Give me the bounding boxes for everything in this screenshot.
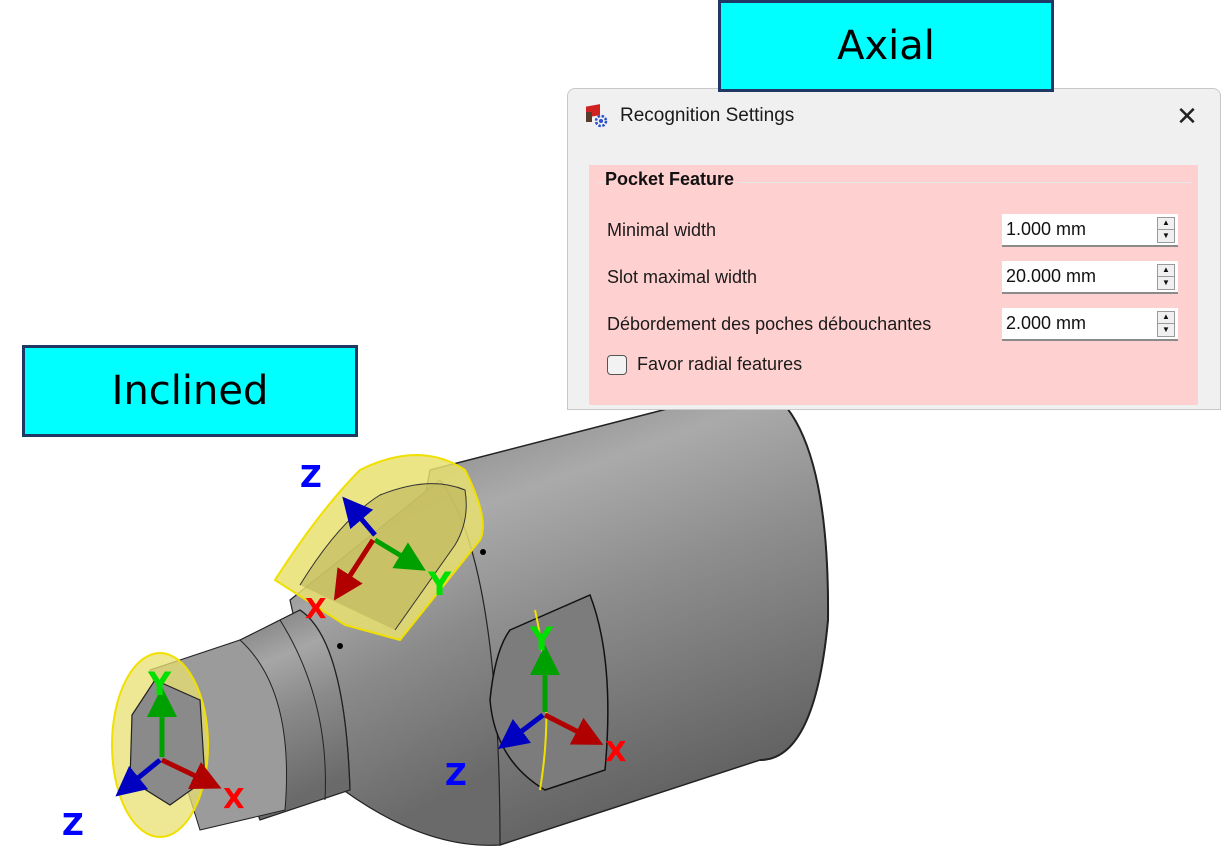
group-title: Pocket Feature xyxy=(605,169,739,190)
spin-down-button[interactable]: ▼ xyxy=(1158,230,1174,242)
spinbox-buttons: ▲ ▼ xyxy=(1157,310,1175,337)
spin-up-button[interactable]: ▲ xyxy=(1158,218,1174,230)
field-row-slot-maximal-width: Slot maximal width 20.000 mm ▲ ▼ xyxy=(607,259,1178,295)
checkbox-label: Favor radial features xyxy=(637,354,803,374)
caret-up-icon: ▲ xyxy=(1162,312,1170,322)
recognition-settings-icon xyxy=(584,104,608,128)
spin-down-button[interactable]: ▼ xyxy=(1158,277,1174,289)
close-icon: ✕ xyxy=(1176,100,1198,131)
field-label: Minimal width xyxy=(607,219,717,240)
favor-radial-features-row[interactable]: Favor radial features xyxy=(607,354,802,375)
axis-label-y: Y xyxy=(530,620,554,658)
caret-down-icon: ▼ xyxy=(1162,230,1170,240)
axis-label-z: Z xyxy=(62,808,84,843)
spinbox-value[interactable]: 20.000 mm xyxy=(1006,265,1097,286)
axis-label-x: X xyxy=(305,592,327,625)
spinbox-buttons: ▲ ▼ xyxy=(1157,216,1175,243)
close-button[interactable]: ✕ xyxy=(1172,101,1202,131)
axis-label-y: Y xyxy=(148,665,172,703)
caret-up-icon: ▲ xyxy=(1162,218,1170,228)
group-divider xyxy=(597,182,1192,183)
minimal-width-spinbox[interactable]: 1.000 mm ▲ ▼ xyxy=(1002,213,1178,247)
debordement-spinbox[interactable]: 2.000 mm ▲ ▼ xyxy=(1002,307,1178,341)
axial-annotation-label: Axial xyxy=(718,0,1054,92)
caret-up-icon: ▲ xyxy=(1162,265,1170,275)
field-row-debordement: Débordement des poches débouchantes 2.00… xyxy=(607,306,1178,342)
dialog-titlebar[interactable]: Recognition Settings ✕ xyxy=(568,89,1220,143)
favor-radial-features-checkbox[interactable] xyxy=(607,354,627,375)
axis-label-x: X xyxy=(605,735,627,768)
field-label: Débordement des poches débouchantes xyxy=(607,313,932,334)
pocket-feature-group: Pocket Feature Minimal width 1.000 mm ▲ … xyxy=(589,165,1198,405)
spin-down-button[interactable]: ▼ xyxy=(1158,324,1174,336)
spinbox-buttons: ▲ ▼ xyxy=(1157,263,1175,290)
caret-down-icon: ▼ xyxy=(1162,324,1170,334)
spinbox-value[interactable]: 2.000 mm xyxy=(1006,312,1087,333)
axis-label-x: X xyxy=(223,782,245,815)
field-label: Slot maximal width xyxy=(607,266,758,287)
annotation-text: Axial xyxy=(837,23,935,69)
dialog-title: Recognition Settings xyxy=(620,105,795,126)
spin-up-button[interactable]: ▲ xyxy=(1158,265,1174,277)
spin-up-button[interactable]: ▲ xyxy=(1158,312,1174,324)
caret-down-icon: ▼ xyxy=(1162,277,1170,287)
axis-label-z: Z xyxy=(300,460,322,495)
field-row-minimal-width: Minimal width 1.000 mm ▲ ▼ xyxy=(607,212,1178,248)
axis-label-z: Z xyxy=(445,758,467,793)
annotation-text: Inclined xyxy=(111,368,269,414)
slot-maximal-width-spinbox[interactable]: 20.000 mm ▲ ▼ xyxy=(1002,260,1178,294)
recognition-settings-dialog: Recognition Settings ✕ Pocket Feature Mi… xyxy=(567,88,1221,410)
spinbox-value[interactable]: 1.000 mm xyxy=(1006,218,1087,239)
axis-label-y: Y xyxy=(428,565,452,603)
inclined-annotation-label: Inclined xyxy=(22,345,358,437)
